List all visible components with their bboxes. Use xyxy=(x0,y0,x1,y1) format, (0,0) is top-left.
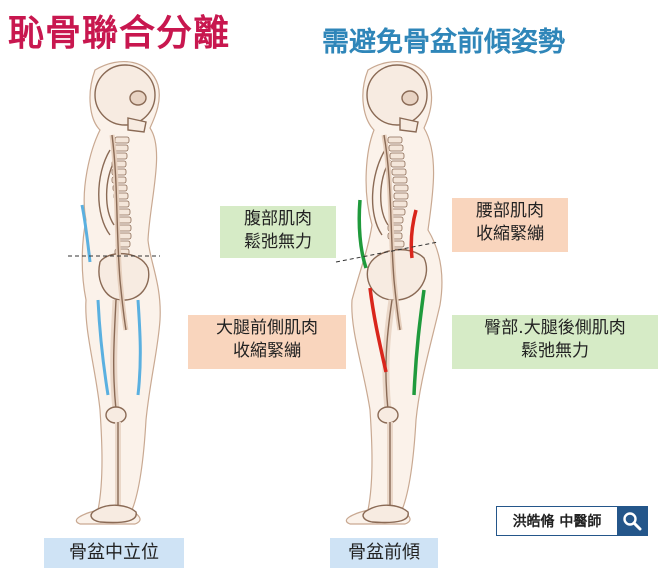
tight-lumbar-muscle-line xyxy=(409,209,418,259)
neutral-front-thigh-line xyxy=(96,299,110,396)
weak-back-thigh-muscle-line xyxy=(412,289,426,396)
doctor-credit-badge[interactable]: 洪皓脩 中醫師 xyxy=(496,506,648,536)
neutral-pelvis-caption: 骨盆中立位 xyxy=(44,538,184,568)
neutral-front-muscle-line xyxy=(80,204,92,263)
tight-front-thigh-muscle-line xyxy=(368,287,388,373)
page-title: 恥骨聯合分離 xyxy=(8,13,231,54)
lumbar-muscle-label: 腰部肌肉 收縮緊繃 xyxy=(452,198,568,252)
neutral-skeleton-figure xyxy=(75,61,161,525)
neutral-back-thigh-line xyxy=(136,299,142,396)
anterior-tilt-caption: 骨盆前傾 xyxy=(330,538,438,568)
weak-abdominal-muscle-line xyxy=(357,199,368,269)
tilted-skeleton-figure xyxy=(345,61,443,525)
search-icon[interactable] xyxy=(617,507,647,535)
page-subtitle: 需避免骨盆前傾姿勢 xyxy=(322,27,565,58)
tilted-pelvis-line xyxy=(335,241,439,263)
front-thigh-muscle-label: 大腿前側肌肉 收縮緊繃 xyxy=(188,315,346,369)
abdominal-muscle-label: 腹部肌肉 鬆弛無力 xyxy=(220,206,336,258)
doctor-credit-text: 洪皓脩 中醫師 xyxy=(512,514,602,530)
glute-hamstring-muscle-label: 臀部.大腿後側肌肉 鬆弛無力 xyxy=(452,315,658,369)
